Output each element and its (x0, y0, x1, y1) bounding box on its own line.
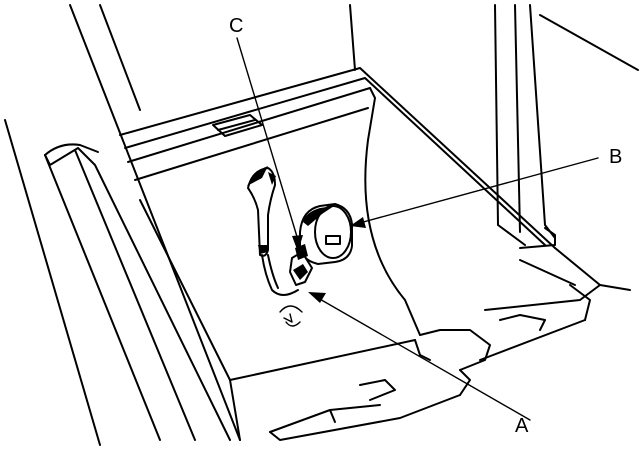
callout-label-a: A (515, 415, 529, 437)
arrowhead-c (292, 235, 303, 252)
accessory-socket (299, 203, 353, 265)
callout-label-b: B (609, 146, 622, 168)
arrowhead-b (350, 217, 366, 228)
console-right-wall (479, 4, 639, 361)
callout-label-c: C (229, 15, 243, 37)
console-front-edge (269, 329, 491, 441)
arrowhead-a (308, 292, 326, 303)
connector-harness (247, 166, 313, 327)
console-left-wall (4, 4, 241, 446)
compartment-back-wall (139, 139, 421, 441)
callout-leaders (236, 37, 599, 421)
